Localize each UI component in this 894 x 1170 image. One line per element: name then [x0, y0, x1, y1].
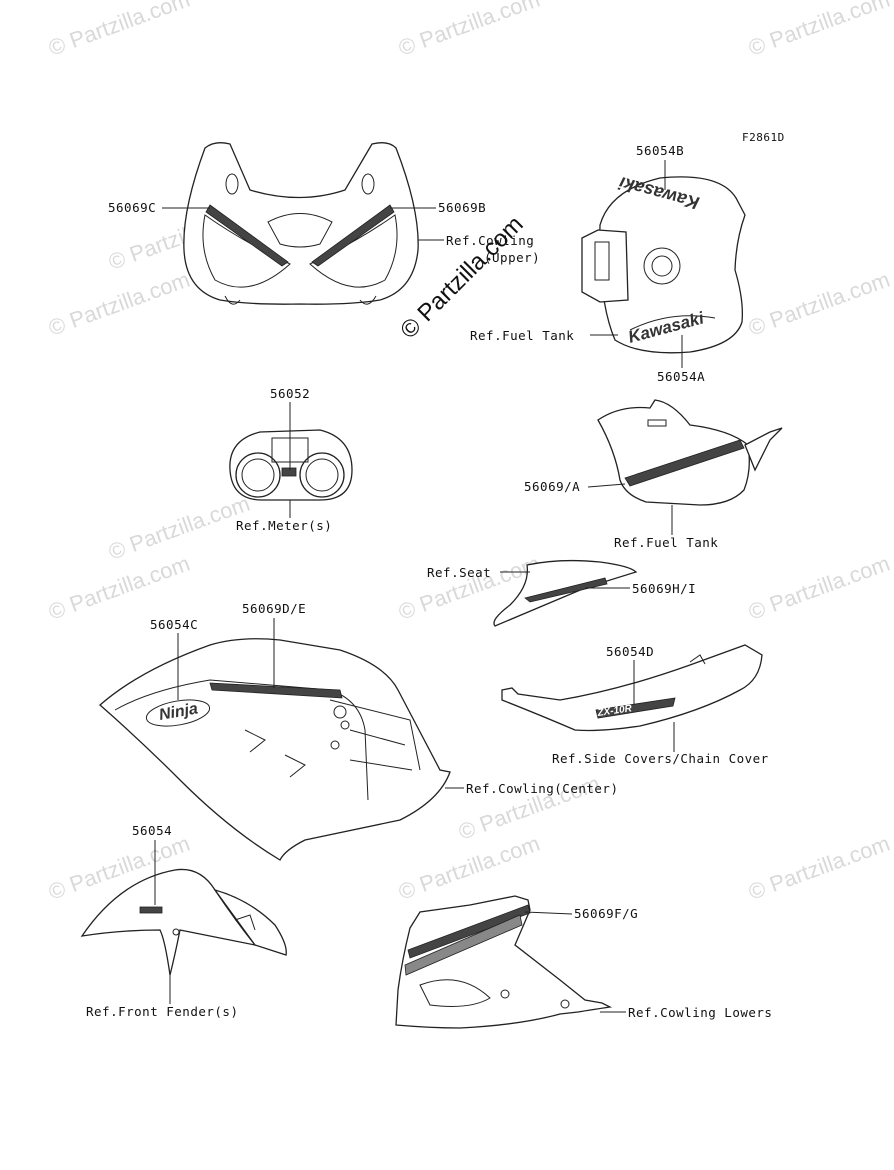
watermark: © Partzilla.com	[745, 267, 893, 341]
label-56069DE: 56069D/E	[242, 601, 306, 616]
label-56069FG: 56069F/G	[574, 906, 638, 921]
label-ref-meter: Ref.Meter(s)	[236, 518, 332, 533]
fuel-tank-top-part: Kawasaki Kawasaki	[581, 173, 746, 354]
label-ref-cowling-center: Ref.Cowling(Center)	[466, 781, 619, 796]
label-56069HI: 56069H/I	[632, 581, 696, 596]
seat-part	[493, 559, 638, 627]
leader-56069FG	[524, 911, 573, 915]
watermark: © Partzilla.com	[45, 0, 193, 61]
watermark: © Partzilla.com	[395, 0, 543, 61]
label-ref-cowling-upper: Ref.Cowling	[446, 233, 534, 248]
watermark: © Partzilla.com	[45, 267, 193, 341]
label-56054: 56054	[132, 823, 172, 838]
label-ref-front-fender: Ref.Front Fender(s)	[86, 1004, 239, 1019]
label-56069B: 56069B	[438, 200, 486, 215]
lower-cowling-part	[395, 895, 613, 1029]
upper-cowling-part	[183, 142, 419, 305]
fuel-tank-side-part	[597, 399, 783, 506]
zx10r-logo: ZX-10R	[596, 703, 633, 719]
leader-56069A	[587, 483, 626, 488]
label-ref-fuel-tank-top: Ref.Fuel Tank	[470, 328, 574, 343]
label-56054B: 56054B	[636, 143, 684, 158]
label-ref-cowling-lowers: Ref.Cowling Lowers	[628, 1005, 772, 1020]
label-56054D: 56054D	[606, 644, 654, 659]
watermark: © Partzilla.com	[745, 551, 893, 625]
watermark: © Partzilla.com	[745, 831, 893, 905]
label-ref-cowling-upper-sub: (Upper)	[484, 250, 540, 265]
center-cowling-part: Ninja	[99, 638, 451, 861]
label-ref-fuel-tank-side: Ref.Fuel Tank	[614, 535, 718, 550]
side-cover-part: ZX-10R	[501, 644, 763, 732]
label-56052: 56052	[270, 386, 310, 401]
watermark: © Partzilla.com	[745, 0, 893, 61]
label-56054C: 56054C	[150, 617, 198, 632]
label-56054A: 56054A	[657, 369, 705, 384]
front-fender-part	[80, 868, 287, 976]
figure-code: F2861D	[742, 131, 785, 144]
meter-part	[229, 429, 353, 501]
ninja-logo: Ninja	[158, 700, 200, 724]
label-56069C: 56069C	[108, 200, 156, 215]
label-56069A: 56069/A	[524, 479, 580, 494]
label-ref-side-covers: Ref.Side Covers/Chain Cover	[552, 751, 769, 766]
label-ref-seat: Ref.Seat	[427, 565, 491, 580]
